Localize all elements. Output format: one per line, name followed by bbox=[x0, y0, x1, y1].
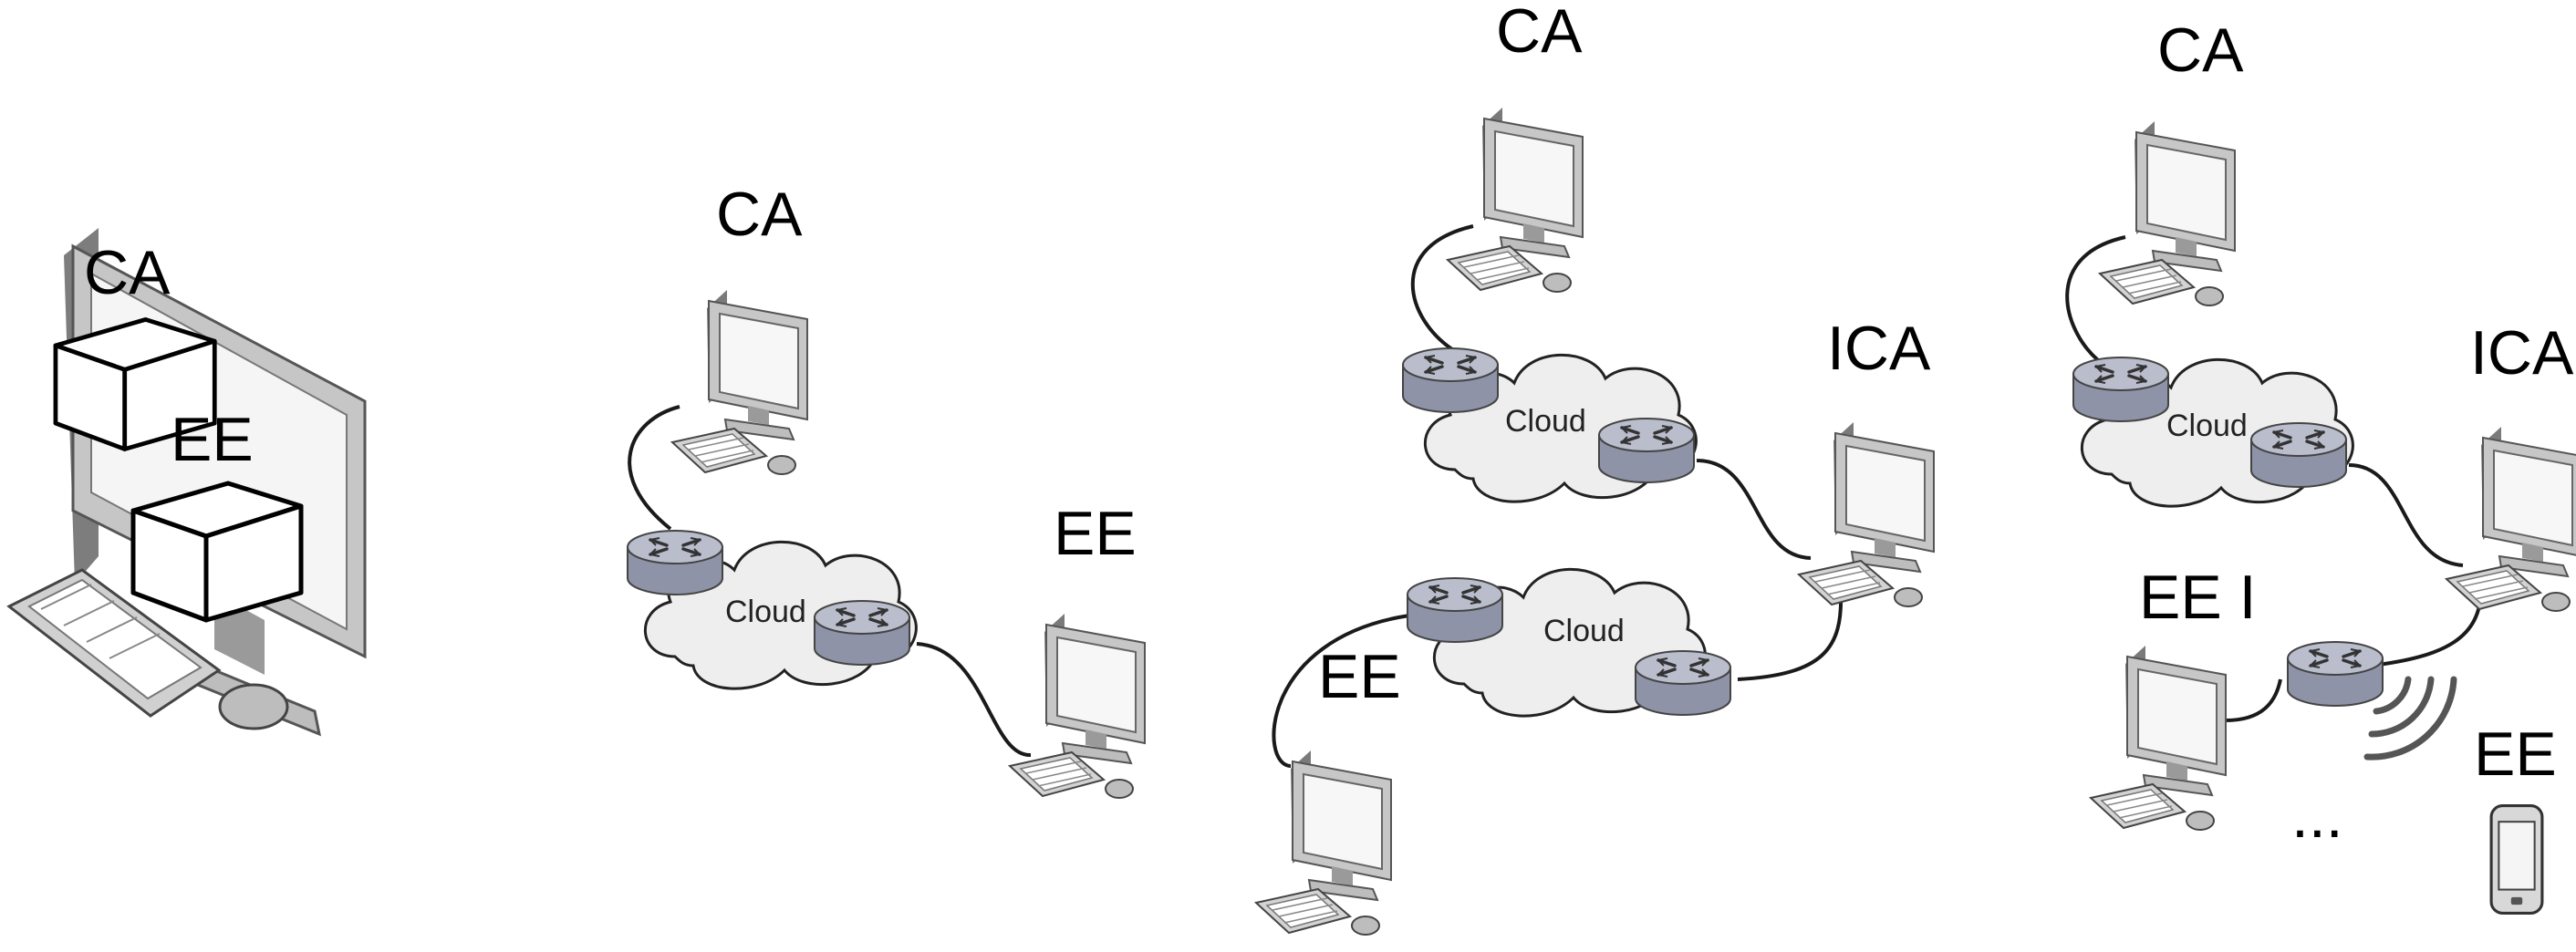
ee-label: EE bbox=[171, 405, 254, 474]
panel1-single-machine: CA EE bbox=[6, 228, 367, 737]
cloud-label: Cloud bbox=[725, 595, 806, 629]
cloud-label: Cloud bbox=[1543, 614, 1625, 648]
ca-link bbox=[2065, 235, 2126, 362]
cloud-label: Cloud bbox=[1505, 404, 1586, 439]
ca-label: CA bbox=[84, 238, 171, 307]
ee-i-computer-icon bbox=[2090, 645, 2227, 831]
ca-label: CA bbox=[2157, 16, 2244, 85]
ee-label: EE bbox=[1054, 499, 1137, 568]
router-icon bbox=[813, 599, 911, 667]
ca-computer-icon bbox=[1447, 107, 1584, 293]
smartphone-icon bbox=[2489, 804, 2544, 915]
ica-link bbox=[1696, 459, 1812, 560]
ca-link bbox=[1410, 224, 1474, 353]
router-icon bbox=[1401, 347, 1500, 414]
router-icon bbox=[626, 529, 724, 596]
ee-link bbox=[916, 642, 1032, 758]
ee-box bbox=[133, 483, 301, 620]
ca-label: CA bbox=[1496, 0, 1583, 66]
wireless-router-icon bbox=[2286, 640, 2384, 708]
big-computer-icon bbox=[6, 228, 367, 737]
ica-label: ICA bbox=[2470, 318, 2574, 388]
ee-label: EE bbox=[1318, 642, 1401, 711]
ellipsis-label: ... bbox=[2291, 781, 2343, 851]
router-icon bbox=[1406, 576, 1504, 644]
ee-computer-icon bbox=[1255, 750, 1392, 936]
ica-computer-icon bbox=[2446, 426, 2576, 612]
ca-label: CA bbox=[716, 180, 803, 249]
ica-link bbox=[2348, 463, 2464, 567]
ca-link bbox=[628, 405, 680, 531]
ca-computer-icon bbox=[2099, 120, 2236, 306]
wireless-signal-icon bbox=[2363, 676, 2457, 761]
ee-n-label: EE N bbox=[2474, 719, 2576, 789]
router-icon bbox=[2072, 356, 2170, 423]
ee-link bbox=[1272, 614, 1410, 768]
wireless-link bbox=[2371, 587, 2483, 667]
cloud-label: Cloud bbox=[2166, 409, 2248, 443]
ica-label: ICA bbox=[1827, 314, 1931, 383]
ica-computer-icon bbox=[1798, 421, 1935, 607]
ee-computer-icon bbox=[1009, 613, 1146, 799]
router-icon bbox=[2249, 421, 2348, 489]
ee-i-label: EE I bbox=[2139, 563, 2257, 632]
ica-link bbox=[1737, 592, 1844, 681]
router-icon bbox=[1634, 649, 1732, 717]
panel2-ca-ee-network: CA Cloud EE bbox=[626, 180, 1146, 799]
ee-link bbox=[2225, 678, 2282, 722]
panel4-ca-ica-many-ee-network: CA Cloud ICA EE I ... EE N bbox=[2065, 16, 2576, 915]
panel3-ca-ica-ee-network: CA Cloud Cloud ICA EE bbox=[1255, 0, 1935, 936]
router-icon bbox=[1597, 417, 1696, 484]
ca-computer-icon bbox=[671, 289, 808, 475]
